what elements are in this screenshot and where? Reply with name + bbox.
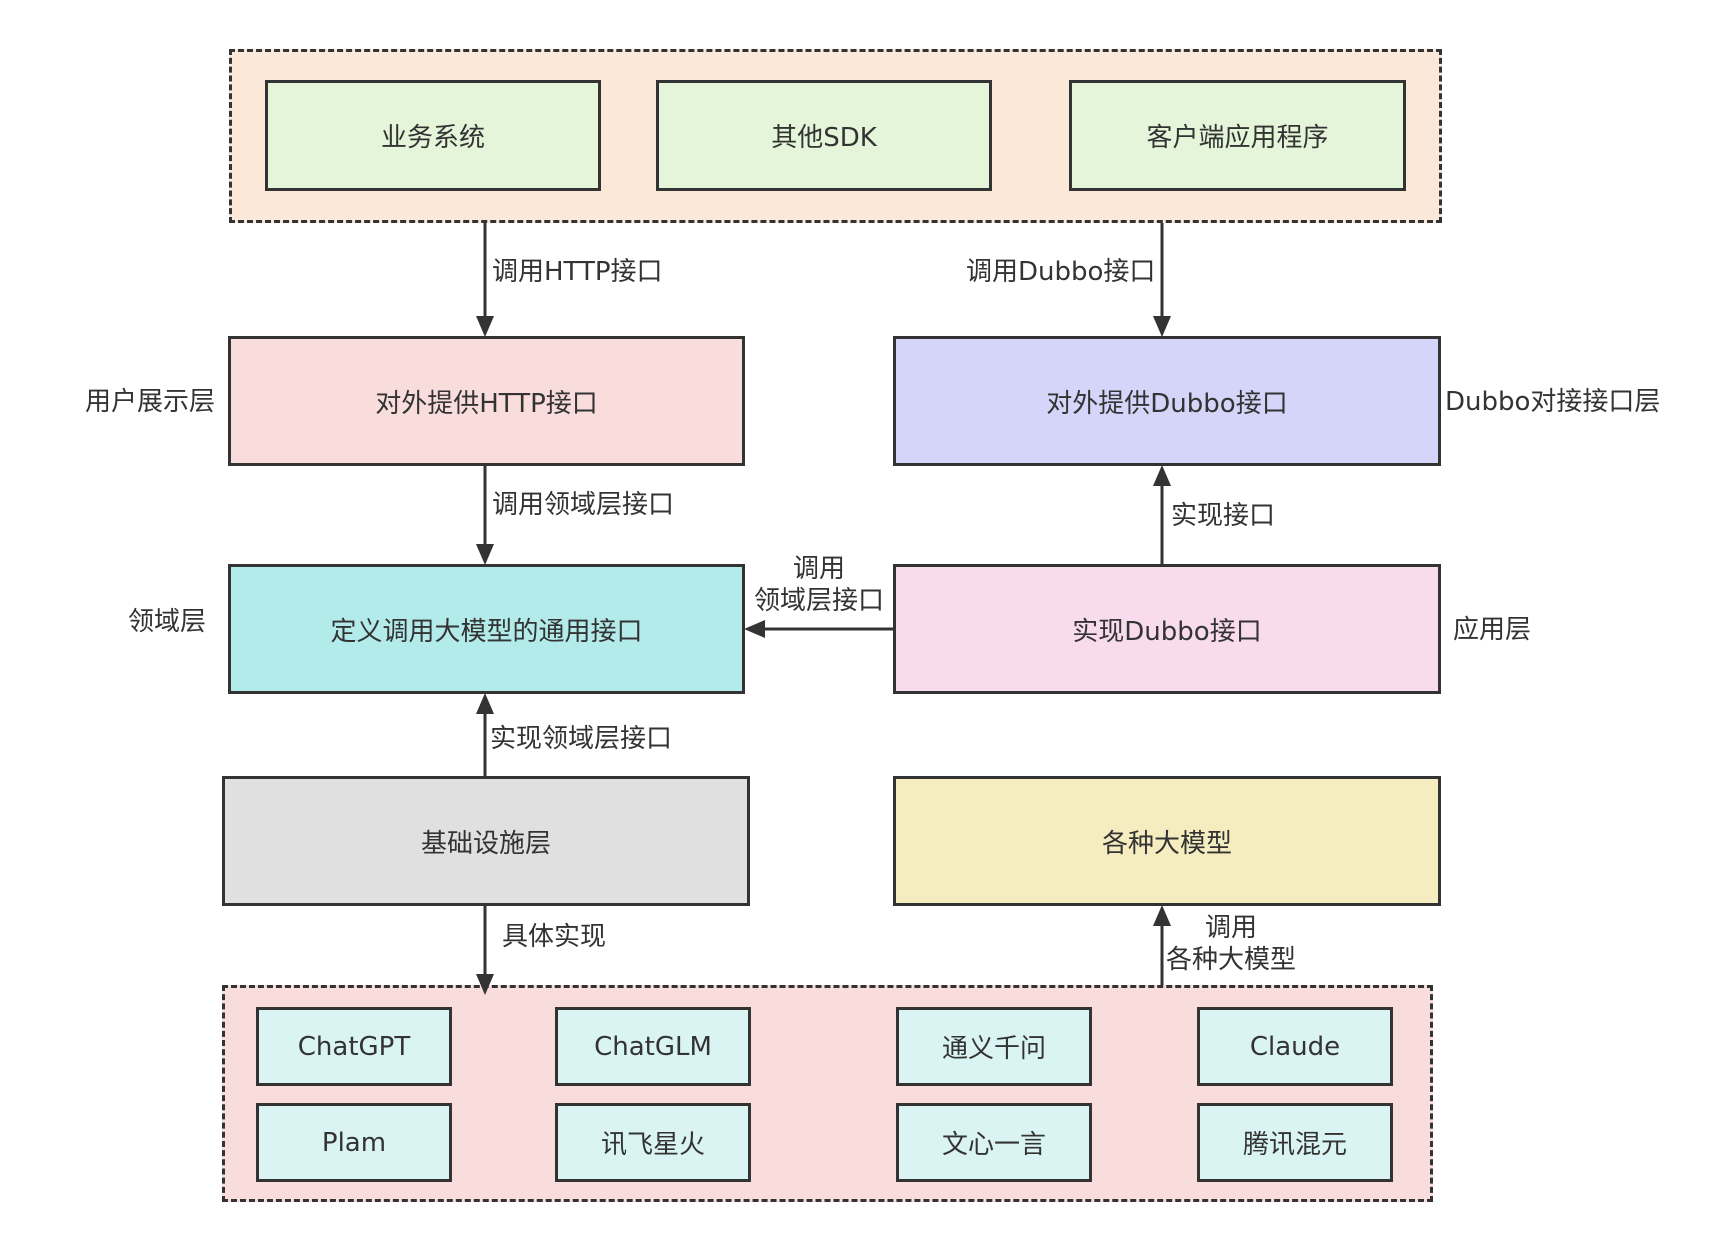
infrastructure-box[interactable]: 基础设施层 xyxy=(222,776,750,906)
edge-label-call-domain-2-line1: 调用 xyxy=(792,554,845,584)
edge-label-call-dubbo: 调用Dubbo接口 xyxy=(966,257,1156,287)
infrastructure-label: 基础设施层 xyxy=(420,828,551,859)
model-item[interactable]: 文心一言 xyxy=(896,1103,1092,1182)
arrowhead-impl-interface xyxy=(1153,465,1171,486)
layer-label-domain: 领域层 xyxy=(128,607,207,637)
arrowhead-call-models xyxy=(1153,905,1171,926)
edge-label-call-models-line2: 各种大模型 xyxy=(1165,945,1296,975)
domain-interface-label: 定义调用大模型的通用接口 xyxy=(330,616,643,647)
edge-label-impl-interface: 实现接口 xyxy=(1171,501,1276,531)
model-item-label: ChatGPT xyxy=(297,1031,411,1062)
client-app-label: 客户端应用程序 xyxy=(1146,123,1329,153)
layer-label-dubbo: Dubbo对接接口层 xyxy=(1445,387,1661,417)
edge-label-call-models: 调用 各种大模型 xyxy=(1161,912,1301,976)
impl-dubbo-box[interactable]: 实现Dubbo接口 xyxy=(893,564,1441,694)
models-label: 各种大模型 xyxy=(1101,828,1232,859)
edge-label-call-domain-2: 调用 领域层接口 xyxy=(749,553,889,617)
client-app-box[interactable]: 客户端应用程序 xyxy=(1069,80,1406,191)
model-item-label: Claude xyxy=(1249,1031,1341,1062)
layer-label-user-display: 用户展示层 xyxy=(85,387,216,417)
model-item-label: 讯飞星火 xyxy=(600,1130,705,1160)
dubbo-interface-label: 对外提供Dubbo接口 xyxy=(1046,388,1288,419)
layer-label-application: 应用层 xyxy=(1453,615,1532,645)
models-box[interactable]: 各种大模型 xyxy=(893,776,1441,906)
model-item[interactable]: ChatGPT xyxy=(256,1007,452,1086)
model-item-label: ChatGLM xyxy=(594,1031,712,1062)
arrowhead-call-domain xyxy=(476,544,494,565)
http-interface-label: 对外提供HTTP接口 xyxy=(375,388,598,419)
model-item-label: 通义千问 xyxy=(941,1034,1046,1064)
arrowhead-call-domain-2 xyxy=(744,620,765,638)
edge-label-impl-domain: 实现领域层接口 xyxy=(490,724,673,754)
arrowhead-call-http xyxy=(476,316,494,337)
model-item-label: 腾讯混元 xyxy=(1242,1130,1347,1160)
edge-label-call-domain-2-line2: 领域层接口 xyxy=(753,586,884,616)
dubbo-interface-box[interactable]: 对外提供Dubbo接口 xyxy=(893,336,1441,466)
other-sdk-label: 其他SDK xyxy=(771,123,877,153)
arrowhead-concrete-impl xyxy=(476,974,494,995)
model-item[interactable]: Claude xyxy=(1197,1007,1393,1086)
domain-interface-box[interactable]: 定义调用大模型的通用接口 xyxy=(228,564,745,694)
edge-label-call-domain: 调用领域层接口 xyxy=(492,490,675,520)
model-item-label: 文心一言 xyxy=(941,1130,1046,1160)
business-system-box[interactable]: 业务系统 xyxy=(265,80,601,191)
model-item[interactable]: Plam xyxy=(256,1103,452,1182)
http-interface-box[interactable]: 对外提供HTTP接口 xyxy=(228,336,745,466)
model-item-label: Plam xyxy=(321,1127,387,1158)
arrowhead-call-dubbo xyxy=(1153,316,1171,337)
model-item[interactable]: 讯飞星火 xyxy=(555,1103,751,1182)
model-item[interactable]: ChatGLM xyxy=(555,1007,751,1086)
business-system-label: 业务系统 xyxy=(380,123,485,153)
edge-label-call-http: 调用HTTP接口 xyxy=(492,257,663,287)
model-item[interactable]: 腾讯混元 xyxy=(1197,1103,1393,1182)
arrowhead-impl-domain xyxy=(476,693,494,714)
edge-label-call-models-line1: 调用 xyxy=(1204,913,1257,943)
edge-label-concrete-impl: 具体实现 xyxy=(502,922,607,952)
impl-dubbo-label: 实现Dubbo接口 xyxy=(1072,616,1262,647)
other-sdk-box[interactable]: 其他SDK xyxy=(656,80,992,191)
model-item[interactable]: 通义千问 xyxy=(896,1007,1092,1086)
